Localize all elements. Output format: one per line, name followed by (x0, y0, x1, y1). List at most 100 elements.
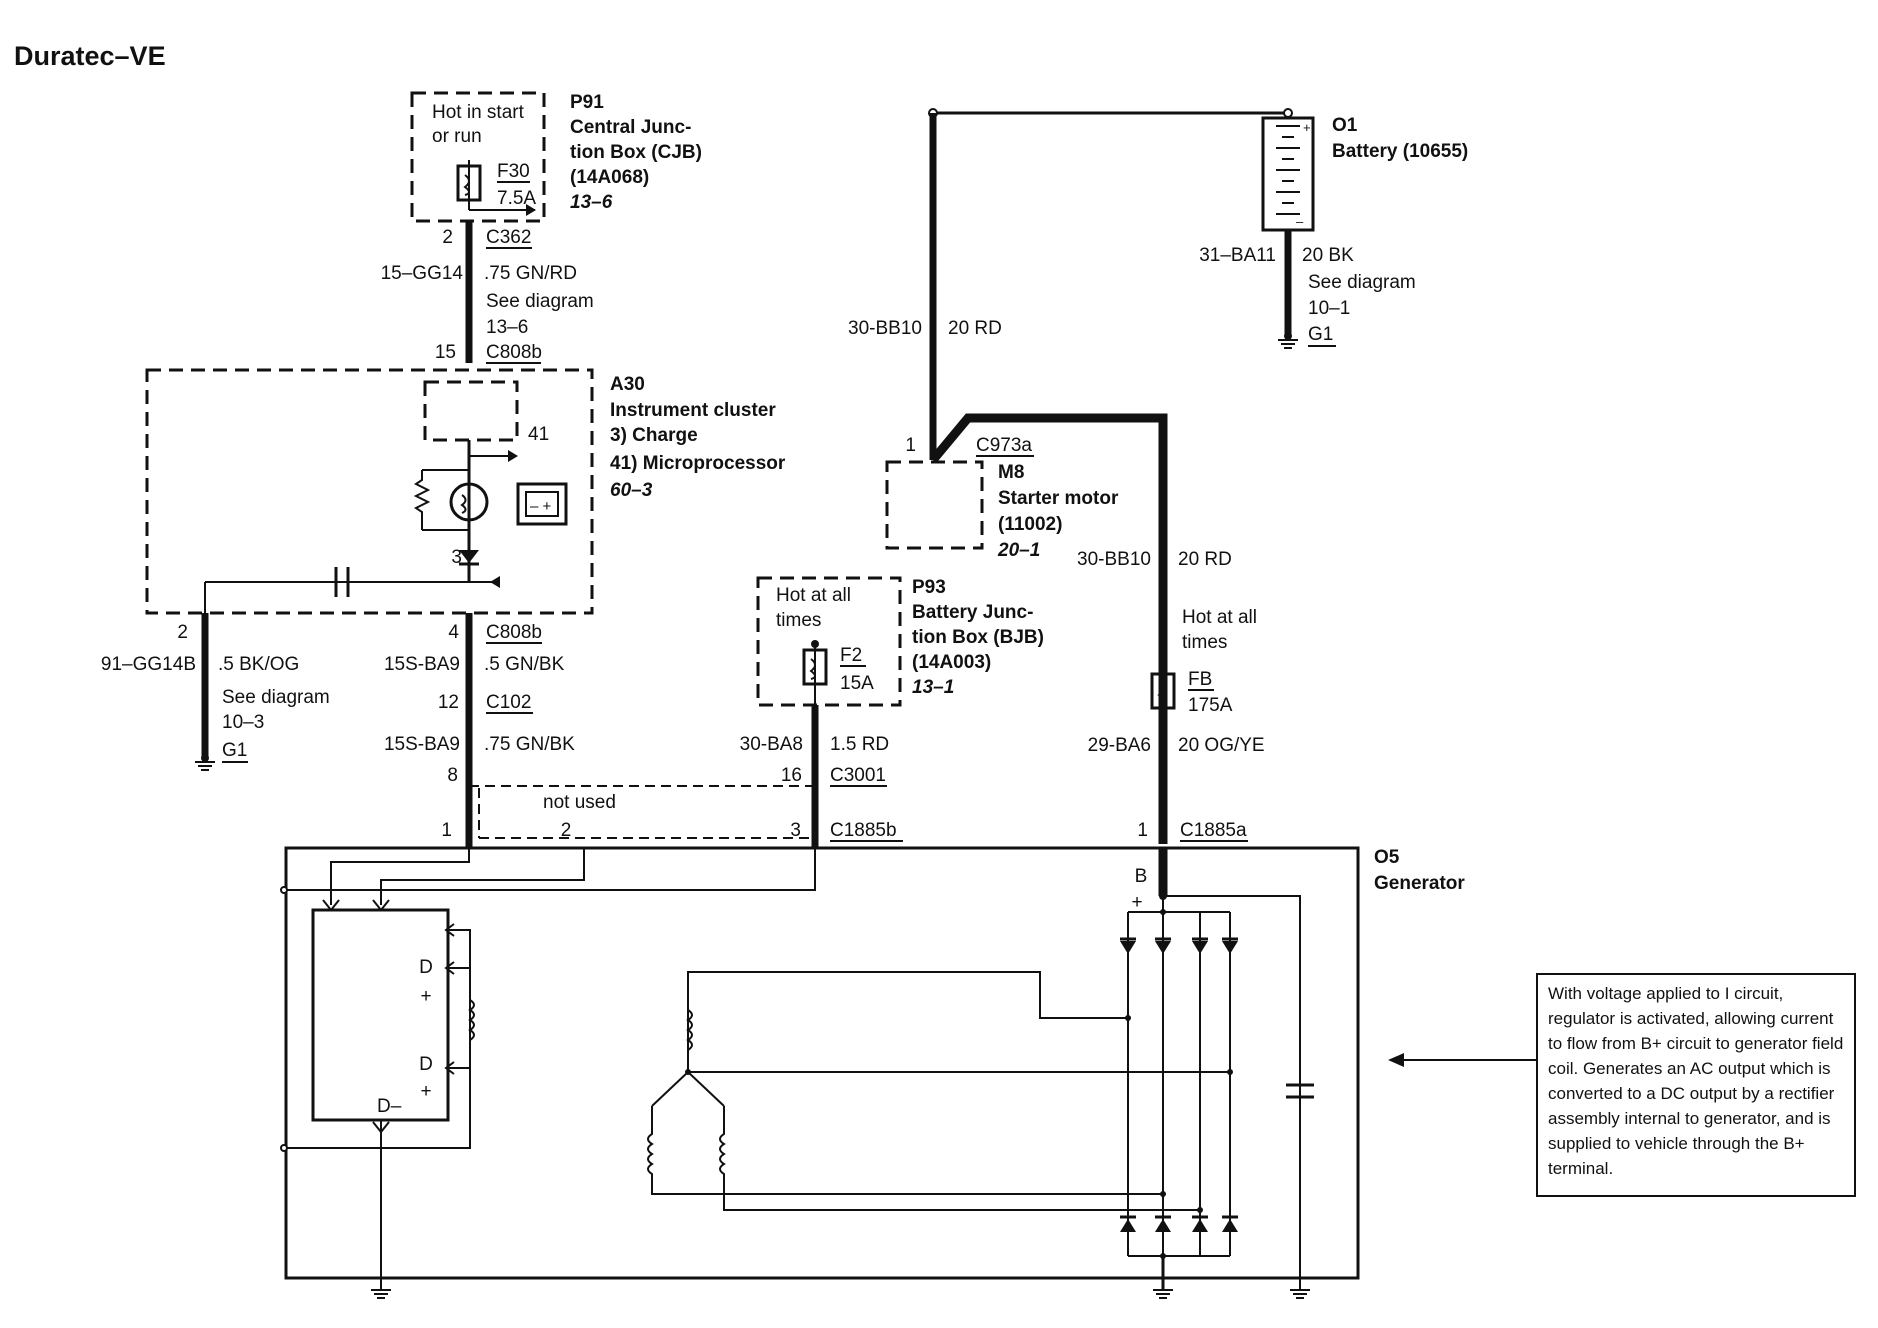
starter-feed-circuit: 30-BB10 (848, 318, 922, 339)
p93-rating: 15A (840, 673, 874, 694)
stator-coil-icon (686, 1009, 693, 1051)
ground-icon (371, 1278, 391, 1299)
description-note: With voltage applied to I circuit, regul… (1536, 973, 1856, 1197)
m8-ref: 20–1 (997, 540, 1040, 561)
c362-pin: 2 (442, 227, 453, 248)
m8-name: Starter motor (998, 488, 1119, 509)
bfeed-rating: 175A (1188, 695, 1233, 716)
ground-icon (1153, 1278, 1173, 1299)
bfeed-circuit: 30-BB10 (1077, 549, 1151, 570)
bfeed-fuse: FB (1188, 669, 1212, 690)
p93-conn: C3001 (830, 765, 886, 786)
mid-conn2: C102 (486, 692, 531, 713)
a30-pin41: 41 (528, 424, 549, 445)
gen-d1: D (419, 957, 433, 978)
gen-pin3: 3 (790, 820, 801, 841)
m8-part: (11002) (998, 514, 1062, 535)
diode-icon (459, 550, 479, 563)
left-wire: .5 BK/OG (218, 654, 299, 675)
mid-pin8: 8 (447, 765, 458, 786)
p93-ref: 13–1 (912, 677, 954, 698)
battery-name: Battery (10655) (1332, 141, 1468, 162)
battery-see1: See diagram (1308, 272, 1416, 293)
a30-id: A30 (610, 374, 645, 395)
c362-circuit: 15–GG14 (381, 263, 464, 284)
a30-box (145, 368, 594, 615)
battery-warning-icon (516, 482, 568, 526)
battery-wire: 20 BK (1302, 245, 1354, 266)
ground-icon (195, 754, 215, 771)
c808b-pin: 15 (435, 342, 456, 363)
bfeed-wire: 20 RD (1178, 549, 1232, 570)
m8-pin: 1 (905, 435, 916, 456)
lamp-icon (449, 482, 489, 522)
stator-coil-icon (647, 1106, 1163, 1195)
a30-item3: 3) Charge (610, 425, 698, 446)
m8-box (885, 460, 984, 550)
gen-b: B (1135, 866, 1148, 887)
rectifier-diodes (1120, 941, 1238, 1232)
bfeed-circuit2: 29-BA6 (1088, 735, 1151, 756)
p91-rating: 7.5A (497, 188, 536, 209)
gen-connb: C1885a (1180, 820, 1247, 841)
p91-hot2: or run (432, 126, 482, 147)
left-pin: 2 (177, 622, 188, 643)
field-coil-icon (468, 999, 475, 1041)
generator-id: O5 (1374, 847, 1400, 868)
svg-text:+: + (1303, 120, 1311, 135)
p93-part: (14A003) (912, 652, 991, 673)
gen-pin2: 2 (561, 820, 572, 841)
a30-item41: 41) Microprocessor (610, 453, 786, 474)
p91-hot1: Hot in start (432, 102, 525, 123)
mid-circuit1: 15S-BA9 (384, 654, 460, 675)
a30-ref: 60–3 (610, 480, 653, 501)
p93-fuse: F2 (840, 645, 862, 666)
generator-name: Generator (1374, 873, 1465, 894)
mid-circuit2: 15S-BA9 (384, 734, 460, 755)
generator-box (284, 846, 1360, 1280)
microprocessor-box (423, 380, 519, 442)
p93-hot1: Hot at all (776, 585, 851, 606)
m8-id: M8 (998, 462, 1024, 483)
arrow-icon (526, 204, 536, 216)
c362-wire: .75 GN/RD (484, 263, 577, 284)
p91-part: (14A068) (570, 167, 649, 188)
gen-plus1: + (420, 986, 431, 1007)
ground-icon (1278, 332, 1298, 349)
battery-see2: 10–1 (1308, 298, 1350, 319)
arrow-icon (508, 450, 518, 462)
p91-id: P91 (570, 92, 604, 113)
left-ground: G1 (222, 740, 247, 761)
c362-see1: See diagram (486, 291, 594, 312)
stator-coil-icon (719, 1106, 1200, 1211)
bfeed-hot2: times (1182, 632, 1227, 653)
arrow-icon (1388, 1053, 1404, 1067)
p93-box (756, 576, 902, 707)
mid-pin12: 12 (438, 692, 459, 713)
p93-pin: 16 (781, 765, 802, 786)
p93-line1: Battery Junc- (912, 602, 1033, 623)
gen-d2: D (419, 1054, 433, 1075)
mid-wire2: .75 GN/BK (484, 734, 575, 755)
ground-icon (1290, 1278, 1310, 1299)
svg-text:– +: – + (530, 498, 552, 515)
page-title: Duratec–VE (14, 41, 166, 71)
p93-hot2: times (776, 610, 821, 631)
left-see2: 10–3 (222, 712, 264, 733)
m8-conn: C973a (976, 435, 1032, 456)
gen-plus: + (1131, 892, 1142, 913)
gen-plus2: + (420, 1081, 431, 1102)
p91-box (410, 91, 546, 223)
fuse-icon (1150, 672, 1176, 710)
p91-line1: Central Junc- (570, 117, 691, 138)
gen-pin1: 1 (441, 820, 452, 841)
svg-text:–: – (1296, 214, 1304, 229)
p91-line2: tion Box (CJB) (570, 142, 702, 163)
mid-wire1: .5 GN/BK (484, 654, 565, 675)
p93-wire: 1.5 RD (830, 734, 889, 755)
c808b-conn: C808b (486, 342, 542, 363)
bfeed-wire2: 20 OG/YE (1178, 735, 1265, 756)
p91-ref: 13–6 (570, 192, 613, 213)
mid-pin4: 4 (448, 622, 459, 643)
